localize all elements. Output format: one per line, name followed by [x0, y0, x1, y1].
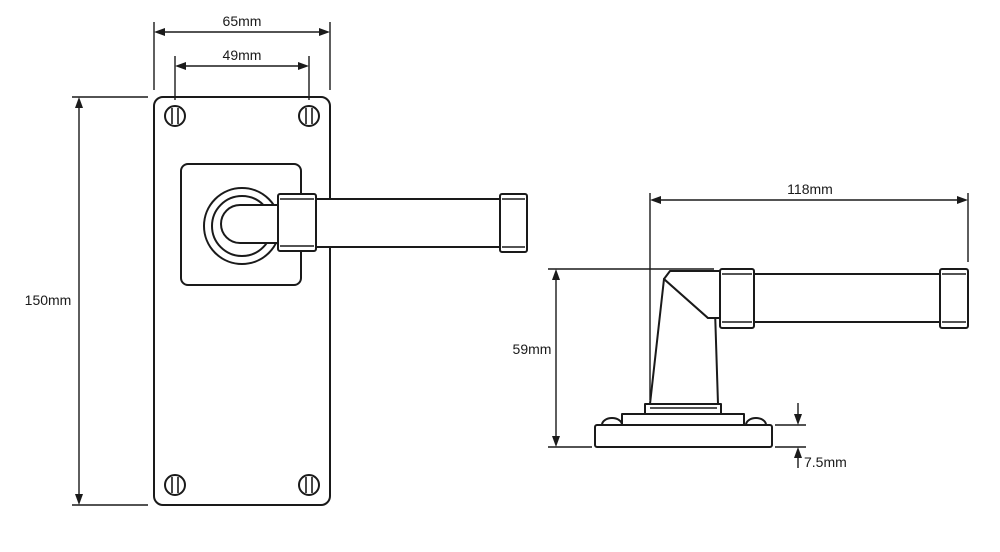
screw-top-right	[298, 105, 320, 127]
plate-height-label: 150mm	[25, 292, 72, 308]
side-lever-collar	[719, 268, 755, 329]
dimension-screw-spacing: 49mm	[174, 47, 310, 100]
side-view	[594, 268, 969, 448]
side-lever-bar	[753, 273, 941, 323]
side-base-plate	[594, 424, 773, 448]
front-view	[153, 96, 528, 506]
side-lever-end-cap	[939, 268, 969, 329]
plate-width-label: 65mm	[223, 13, 262, 29]
side-screw-right	[745, 417, 767, 426]
dimension-plate-width: 65mm	[153, 13, 331, 90]
dimension-plate-height: 150mm	[25, 96, 148, 506]
lever-end-cap	[499, 193, 528, 253]
lever-bar	[315, 198, 501, 248]
rose-thickness-label: 7.5mm	[804, 454, 847, 470]
dimension-lever-height: 59mm	[513, 268, 714, 448]
screw-bottom-right	[298, 474, 320, 496]
screw-spacing-label: 49mm	[223, 47, 262, 63]
screw-top-left	[164, 105, 186, 127]
lever-height-label: 59mm	[513, 341, 552, 357]
backplate	[153, 96, 331, 506]
dimension-rose-thickness: 7.5mm	[775, 403, 847, 470]
lever-length-label: 118mm	[787, 181, 833, 197]
side-rose-upper	[644, 403, 722, 415]
side-rose-lower	[621, 413, 745, 426]
dimension-lever-length: 118mm	[649, 181, 969, 400]
side-screw-left	[601, 417, 623, 426]
lever-neck	[220, 204, 283, 244]
lever-collar	[277, 193, 317, 252]
screw-bottom-left	[164, 474, 186, 496]
